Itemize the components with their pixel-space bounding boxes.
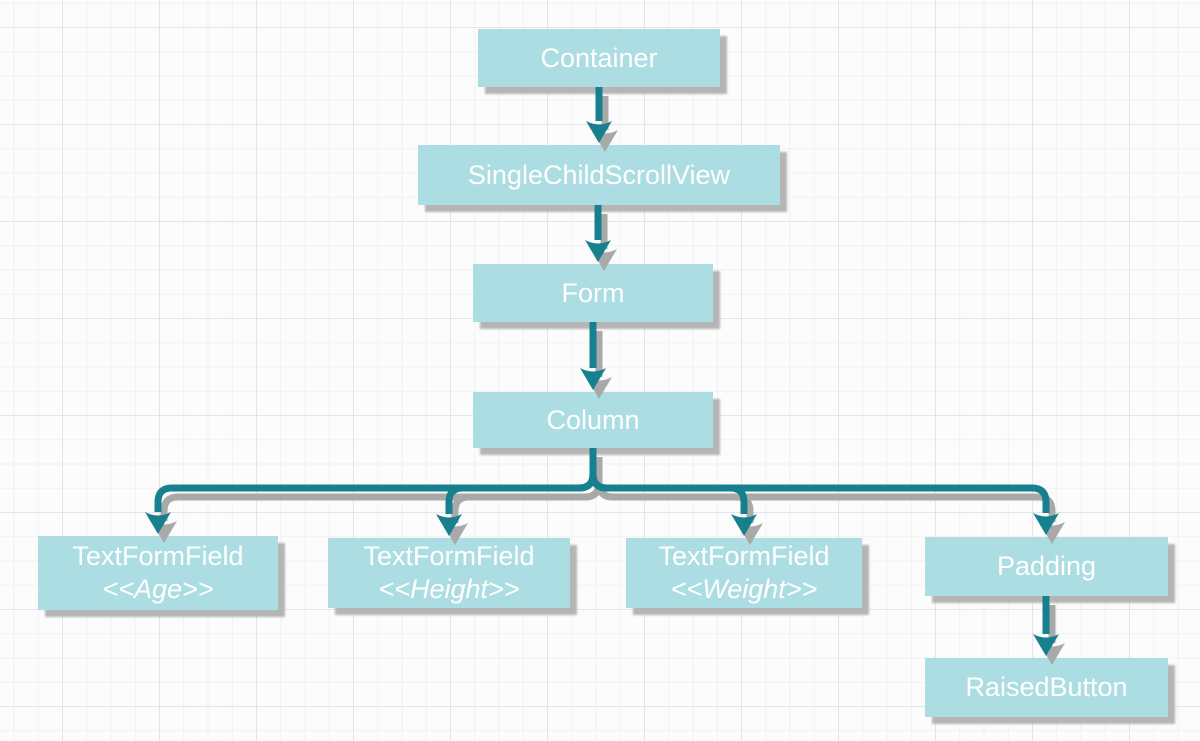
node-textformfield-height: TextFormField <<Height>> xyxy=(328,538,570,608)
node-textformfield-height-label: TextFormField xyxy=(363,541,535,571)
node-padding: Padding xyxy=(925,537,1168,596)
node-textformfield-weight: TextFormField <<Weight>> xyxy=(626,538,862,608)
node-textformfield-age: TextFormField <<Age>> xyxy=(38,536,278,610)
node-textformfield-weight-stereotype: <<Weight>> xyxy=(670,574,818,604)
edge-column-age xyxy=(145,448,597,534)
node-column-label: Column xyxy=(546,404,640,435)
node-singlechildscrollview-label: SingleChildScrollView xyxy=(467,159,731,190)
node-padding-label: Padding xyxy=(996,551,1097,581)
node-textformfield-height-stereotype: <<Height>> xyxy=(378,574,520,604)
edge-column-padding xyxy=(589,448,1059,535)
node-form: Form xyxy=(473,264,713,322)
edge-column-height xyxy=(436,448,597,536)
node-singlechildscrollview: SingleChildScrollView xyxy=(418,145,780,205)
edge-padding-raisedbutton xyxy=(1033,596,1059,656)
node-form-label: Form xyxy=(561,277,625,308)
node-textformfield-weight-label: TextFormField xyxy=(658,541,830,571)
edge-scrollview-form xyxy=(585,205,611,262)
node-column: Column xyxy=(473,392,713,448)
node-container: Container xyxy=(478,29,720,87)
edge-column-weight xyxy=(589,448,757,536)
node-raisedbutton: RaisedButton xyxy=(925,658,1168,717)
edge-form-column xyxy=(580,322,606,390)
node-textformfield-age-label: TextFormField xyxy=(72,541,244,571)
node-textformfield-age-stereotype: <<Age>> xyxy=(102,574,214,604)
node-raisedbutton-label: RaisedButton xyxy=(965,672,1128,702)
node-container-label: Container xyxy=(540,42,658,73)
edge-container-scrollview xyxy=(586,87,612,143)
